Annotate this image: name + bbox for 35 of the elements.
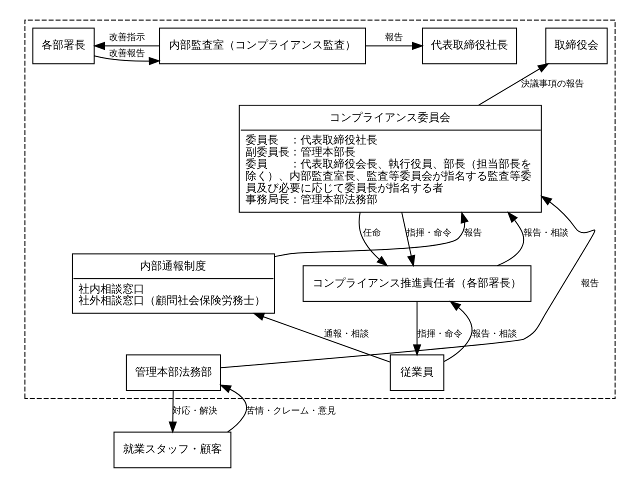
arrow xyxy=(93,42,160,50)
edge-label: 報告 xyxy=(464,228,482,238)
node-box: コンプライアンス推進責任者（各部署長） xyxy=(302,265,532,302)
node-box: 代表取締役社長 xyxy=(422,28,518,64)
node-box: 就業スタッフ・顧客 xyxy=(114,432,232,468)
edge-label: 通報・相談 xyxy=(324,329,370,340)
arrow xyxy=(412,301,422,356)
arrow xyxy=(219,384,248,433)
arrow xyxy=(365,42,424,50)
edge-label: 指揮・命令 xyxy=(406,228,452,238)
edge-label: 改善指示 xyxy=(108,33,145,44)
edge-label: 報告・相談 xyxy=(523,228,568,238)
arrow xyxy=(274,211,469,258)
edge-label: 決議事項の報告 xyxy=(521,80,584,90)
arrow xyxy=(496,211,524,266)
arrow xyxy=(401,212,416,268)
arrow xyxy=(94,55,161,66)
edge-label: 報告 xyxy=(580,278,599,289)
arrow xyxy=(358,212,388,267)
node-box: 従業員 xyxy=(390,354,444,392)
node-box: 管理本部法務部 xyxy=(126,354,221,392)
node-box: 取締役会 xyxy=(545,28,608,64)
cluster xyxy=(24,20,616,399)
edge-label: 報告・相談 xyxy=(472,329,517,340)
node-box: 内部監査室（コンプライアンス監査） xyxy=(159,28,366,64)
edge-label: 報告 xyxy=(385,33,404,44)
edge-label: 指揮・命令 xyxy=(417,329,462,340)
arrow xyxy=(252,312,391,363)
arrow xyxy=(444,300,473,362)
edge-label: 改善報告 xyxy=(108,49,145,59)
edge-label: 苦情・クレーム・意見 xyxy=(246,406,336,417)
edge-label: 任命 xyxy=(362,228,381,238)
node-box: 各部署長 xyxy=(32,28,95,64)
arrow xyxy=(478,62,550,106)
arrow xyxy=(220,195,596,368)
